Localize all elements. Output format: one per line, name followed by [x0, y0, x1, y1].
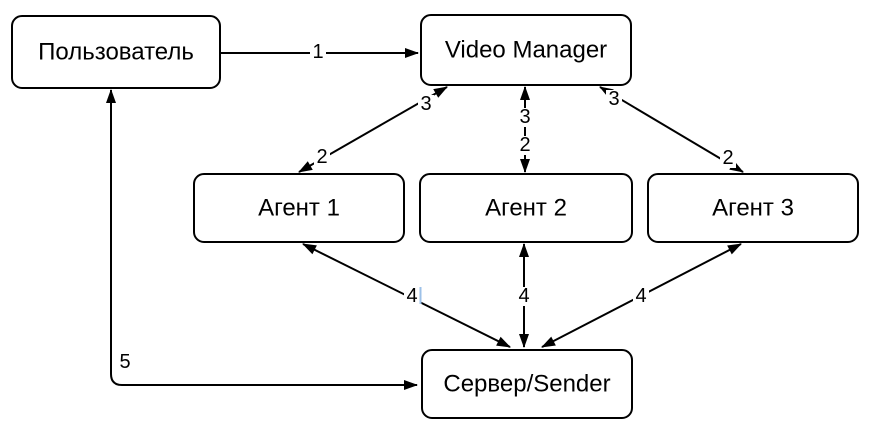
edge-label-text: 1: [312, 41, 323, 63]
node-video-manager[interactable]: Video Manager: [420, 14, 632, 86]
node-agent1-box[interactable]: [193, 173, 405, 243]
label-background: [517, 136, 533, 155]
edge-label-text: 5: [119, 351, 130, 373]
edge-label-2-vm-agent1: 2: [314, 146, 330, 168]
label-background: [404, 287, 420, 306]
edge-label-text: 2: [519, 134, 530, 156]
edge-label-4-agent3-server: 4: [633, 285, 649, 307]
edge-label-text: 2: [316, 146, 327, 168]
edge-label-4-agent1-server: 4: [404, 285, 422, 307]
node-agent3-label: Агент 3: [712, 195, 794, 222]
node-server-label: Сервер/Sender: [443, 371, 610, 398]
node-agent1[interactable]: Агент 1: [193, 173, 405, 243]
edge-label-2-vm-agent2: 2: [517, 134, 533, 156]
node-server-box[interactable]: [421, 349, 633, 419]
edge-label-text: 2: [722, 147, 733, 169]
node-agent3-box[interactable]: [647, 173, 859, 243]
edge-label-3-vm-agent1: 3: [418, 93, 434, 115]
node-agent1-label: Агент 1: [258, 195, 340, 222]
node-server[interactable]: Сервер/Sender: [421, 349, 633, 419]
label-background: [720, 149, 736, 168]
node-video-manager-box[interactable]: [420, 14, 632, 86]
edge-server-to-user[interactable]: [106, 89, 418, 390]
edge-label-text: 3: [608, 88, 619, 110]
edge-label-text: 3: [420, 93, 431, 115]
edge-video-manager-agent3[interactable]: [599, 86, 744, 173]
label-background: [314, 148, 330, 167]
edge-label-2-vm-agent3: 2: [720, 147, 736, 169]
edge-label-text: 4: [406, 285, 417, 307]
label-background: [418, 95, 434, 114]
label-background: [516, 287, 532, 306]
edge-label-3-vm-agent3: 3: [606, 88, 622, 110]
node-video-manager-label: Video Manager: [445, 37, 607, 64]
node-agent2-label: Агент 2: [485, 195, 567, 222]
node-agent3[interactable]: Агент 3: [647, 173, 859, 243]
label-background: [517, 108, 533, 127]
edge-label-text: 4: [635, 285, 646, 307]
edge-label-text: 4: [518, 285, 529, 307]
node-agent2[interactable]: Агент 2: [419, 173, 633, 243]
edge-labels: 1 3 2 3 2 3 2 4: [117, 41, 736, 373]
nodes: Пользователь Video Manager Агент 1 Агент…: [11, 14, 859, 419]
node-user[interactable]: Пользователь: [11, 15, 221, 89]
edge-label-5-server-user: 5: [117, 351, 133, 373]
edge-label-3-vm-agent2: 3: [517, 106, 533, 128]
label-background: [606, 90, 622, 109]
label-background: [633, 287, 649, 306]
node-user-box[interactable]: [11, 15, 221, 89]
node-user-label: Пользователь: [38, 39, 194, 66]
label-background: [117, 353, 133, 372]
edge-label-4-agent2-server: 4: [516, 285, 532, 307]
edge-label-text: 3: [519, 106, 530, 128]
label-background: [310, 43, 326, 62]
edge-label-1-user-vm: 1: [310, 41, 326, 63]
node-agent2-box[interactable]: [419, 173, 633, 243]
text-cursor: [419, 287, 422, 304]
